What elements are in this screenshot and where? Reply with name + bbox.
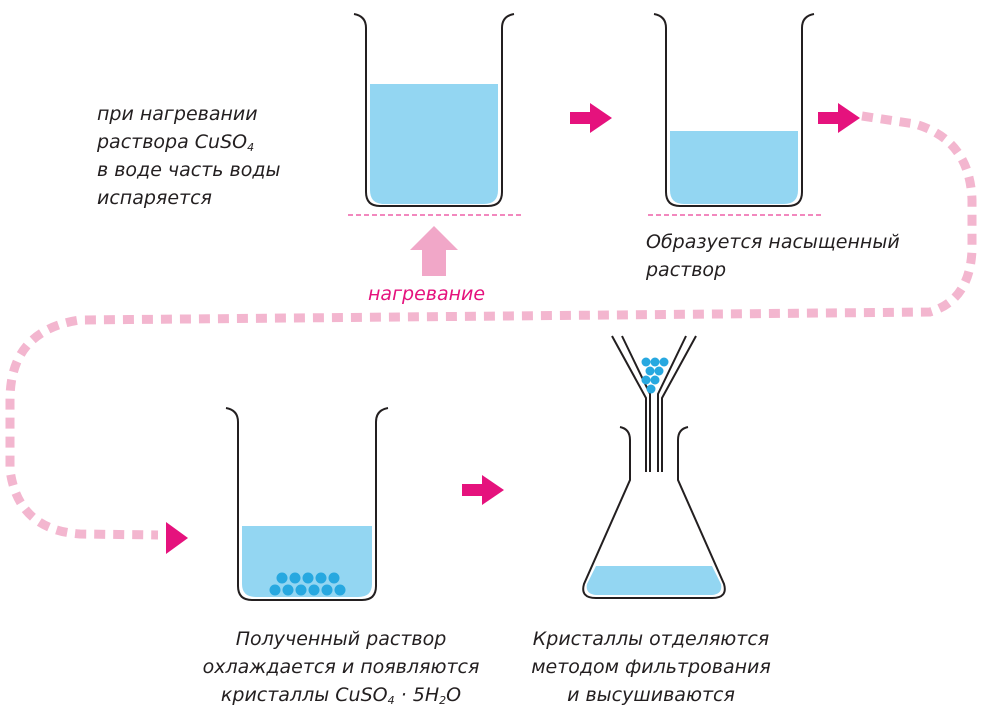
arrow-right-4 — [462, 475, 504, 505]
caption-filtration-line-1: Кристаллы отделяются — [532, 628, 770, 650]
caption-saturated-line-2: раствор — [646, 259, 727, 281]
crystals-in-funnel — [641, 357, 669, 394]
beaker-3-liquid — [242, 526, 372, 597]
beaker-2-liquid — [670, 131, 798, 204]
caption-heating-line-4: испаряется — [97, 187, 212, 209]
caption-cooled-line-2: охлаждается и появляются — [202, 656, 480, 678]
beaker-1-glass — [353, 13, 515, 207]
caption-cooled: Полученный раствор охлаждается и появляю… — [186, 625, 496, 709]
caption-saturated-line-1: Образуется насыщенный — [646, 231, 900, 253]
flask-liquid — [586, 566, 722, 595]
caption-cooled-line-1: Полученный раствор — [235, 628, 447, 650]
caption-cooled-line-3: кристаллы CuSO4 · 5H2O — [220, 684, 462, 707]
caption-filtration: Кристаллы отделяются методом фильтровани… — [496, 625, 806, 709]
filtration-setup — [582, 335, 726, 599]
beaker-2-glass — [653, 13, 815, 207]
flask-glass — [582, 426, 726, 599]
arrow-right-1 — [570, 103, 612, 133]
crystals-in-beaker — [269, 572, 346, 596]
beaker-1-liquid — [370, 84, 498, 204]
caption-heating-line-1: при нагревании — [97, 103, 258, 125]
arrow-right-2 — [818, 103, 860, 133]
caption-heating-line-3: в воде часть воды — [97, 159, 281, 181]
funnel-glass — [611, 335, 697, 472]
arrow-right-3 — [166, 522, 188, 554]
caption-heating-line-2: раствора CuSO4 — [97, 131, 255, 154]
heat-up-arrow — [410, 226, 458, 276]
caption-heating: при нагревании раствора CuSO4 в воде час… — [97, 100, 281, 212]
caption-filtration-line-3: и высушиваются — [567, 684, 735, 706]
beaker-saturated — [648, 13, 822, 216]
caption-saturated: Образуется насыщенный раствор — [646, 228, 900, 284]
heating-label: нагревание — [368, 283, 486, 305]
caption-filtration-line-2: методом фильтрования — [531, 656, 771, 678]
beaker-3-glass — [225, 407, 389, 601]
dotted-path-top — [5, 111, 977, 540]
beaker-heating — [348, 13, 522, 216]
beaker-cooled — [225, 407, 389, 601]
